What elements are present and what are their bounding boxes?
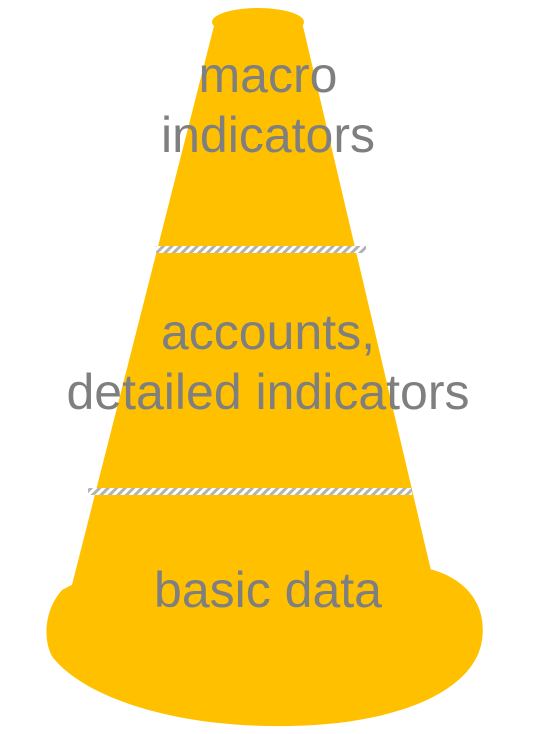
cone-tip [212,8,304,36]
divider-lower [88,488,412,495]
layer-label-line: basic data [154,562,382,618]
layer-label-basic-data: basic data [0,560,536,620]
layer-label-line: indicators [161,107,375,163]
layer-label-line: detailed indicators [66,364,470,420]
layer-label-macro-indicators: macro indicators [0,45,536,165]
divider-upper [156,246,366,253]
cone-body [58,22,445,640]
layer-label-line: macro [198,47,338,103]
layer-label-line: accounts, [160,304,375,360]
layer-label-accounts: accounts, detailed indicators [0,302,536,422]
